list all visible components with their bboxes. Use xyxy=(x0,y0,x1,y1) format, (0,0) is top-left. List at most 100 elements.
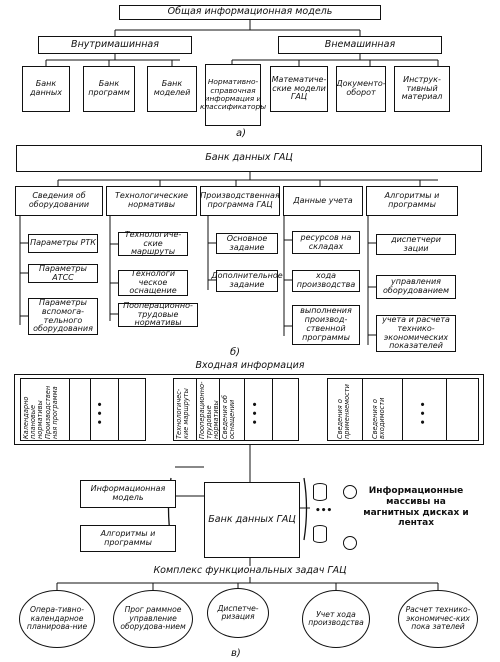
algorithms-box: Алгоритмы и программы xyxy=(80,525,176,552)
cell-divider xyxy=(219,378,220,441)
tech-routes-input-label: Технологичес-кие маршруты xyxy=(175,388,190,439)
normative-reference-label: Нормативно-справочная информация и класс… xyxy=(199,77,267,112)
instruction-material-label: Инструк-тивный материал xyxy=(401,74,443,102)
program-bank-box: Банк программ xyxy=(83,66,135,112)
algorithms-programs-box: Алгоритмы и программы xyxy=(366,186,458,216)
ellipsis-2: • • • xyxy=(251,401,261,425)
info-model-label: Информационная модель xyxy=(90,484,166,502)
data-bank-label: Банк данных xyxy=(30,79,62,97)
cell-divider xyxy=(196,378,197,441)
production-program-input-label: Производствен ная программа xyxy=(44,385,59,439)
external-machine-label: Внемашинная xyxy=(324,38,396,50)
tech-equipment-box: Технологи ческое оснащение xyxy=(118,268,188,296)
input-group-technology xyxy=(173,378,299,441)
internal-machine-box: Внутримашинная xyxy=(38,36,192,54)
production-program-label: Производственная программа ГАЦ xyxy=(200,191,280,209)
input-group-planning xyxy=(20,378,146,441)
document-flow-box: Документо-оборот xyxy=(336,66,386,112)
disk-icon xyxy=(343,485,357,499)
operation-labor-norms-box: Пооперационно-трудовые нормативы xyxy=(118,300,198,328)
additional-task-label: Дополнительное задание xyxy=(211,271,283,289)
task-program-control-label: Прог раммное управление оборудова-нием xyxy=(120,605,186,632)
tech-normatives-box: Технологические нормативы xyxy=(106,186,197,216)
production-flow-label: хода производства xyxy=(296,271,356,289)
task-tech-economic-calc: Расчет технико-экономичес-ких пока зател… xyxy=(398,590,478,648)
caption-c: в) xyxy=(231,648,241,659)
normative-reference-box: Нормативно-справочная информация и класс… xyxy=(200,64,266,126)
equipment-info-label: Сведения об оборудовании xyxy=(28,191,90,209)
task-dispatching-label: Диспетче-ризация xyxy=(217,603,259,621)
task-production-accounting-label: Учет хода производства xyxy=(308,609,364,627)
equipment-info-box: Сведения об оборудовании xyxy=(15,186,103,216)
task-program-control: Прог раммное управление оборудова-нием xyxy=(113,590,193,648)
main-task-label: Основное задание xyxy=(226,233,268,252)
planning-norms-label: Календарно плановые нормативы xyxy=(22,396,44,439)
main-task-box: Основное задание xyxy=(216,233,278,254)
internal-machine-label: Внутримашинная xyxy=(71,38,159,50)
cell-divider xyxy=(118,378,119,441)
cell-divider xyxy=(244,378,245,441)
program-fulfillment-box: выполнения производ-ственной программы xyxy=(292,305,360,345)
task-operational-planning: Опера-тивно-календарное планирова-ние xyxy=(19,590,95,648)
instruction-material-box: Инструк-тивный материал xyxy=(394,66,450,112)
algorithms-label: Алгоритмы и программы xyxy=(100,528,156,547)
caption-b: б) xyxy=(230,347,241,358)
task-tech-economic-calc-label: Расчет технико-экономичес-ких пока зател… xyxy=(405,605,471,632)
program-fulfillment-label: выполнения производ-ственной программы xyxy=(300,306,352,342)
cell-divider xyxy=(362,378,363,441)
math-models-box: Математиче-ские модели ГАЦ xyxy=(270,66,328,112)
model-bank-box: Банк моделей xyxy=(147,66,197,112)
inclusion-label: Сведения о входимости xyxy=(371,397,386,439)
math-models-label: Математиче-ские модели ГАЦ xyxy=(271,74,327,102)
data-bank-box: Банк данных xyxy=(22,66,70,112)
equipment-control-box: управления оборудованием xyxy=(376,275,456,299)
tech-routes-label: Технологиче-ские маршруты xyxy=(124,229,182,257)
general-info-model-box: Общая информационная модель xyxy=(119,5,381,20)
atss-params-box: Параметры АТСС xyxy=(28,264,98,283)
task-operational-planning-label: Опера-тивно-календарное планирова-ние xyxy=(26,605,88,632)
document-flow-label: Документо-оборот xyxy=(336,79,386,97)
tech-normatives-label: Технологические нормативы xyxy=(114,191,189,209)
storage-cylinder-icon xyxy=(313,525,327,543)
dispatching-label: диспетчери зации xyxy=(391,234,441,253)
task-production-accounting: Учет хода производства xyxy=(302,590,370,648)
cell-divider xyxy=(69,378,70,441)
cell-divider xyxy=(446,378,447,441)
aux-equipment-params-label: Параметры вспомога-тельного оборудования xyxy=(33,297,93,334)
functional-tasks-title: Комплекс функциональных задач ГАЦ xyxy=(120,565,380,577)
equipment-info-input-label: Сведения об оснащении xyxy=(221,395,236,439)
gac-bank-center-label: Банк данных ГАЦ xyxy=(208,513,296,525)
applicability-label: Сведения о применяемости xyxy=(336,384,351,439)
tech-economic-calc-label: учета и расчета технико-экономических по… xyxy=(382,314,450,351)
info-model-box: Информационная модель xyxy=(80,480,176,508)
aux-equipment-params-box: Параметры вспомога-тельного оборудования xyxy=(28,298,98,335)
task-dispatching: Диспетче-ризация xyxy=(207,588,269,638)
rtk-params-box: Параметры РТК xyxy=(28,234,98,253)
accounting-data-label: Данные учета xyxy=(293,195,353,205)
storage-cylinder-icon xyxy=(313,483,327,501)
info-arrays-label: Информационные массивы на магнитных диск… xyxy=(363,486,469,529)
equipment-control-label: управления оборудованием xyxy=(383,277,449,295)
tech-economic-calc-box: учета и расчета технико-экономических по… xyxy=(376,315,456,352)
algorithms-programs-label: Алгоритмы и программы xyxy=(384,191,440,209)
operation-norms-input-label: Пооперационно-трудовые нормативы xyxy=(198,381,220,439)
production-program-box: Производственная программа ГАЦ xyxy=(200,186,280,216)
model-bank-label: Банк моделей xyxy=(153,79,191,97)
atss-params-label: Параметры АТСС xyxy=(39,263,87,282)
input-info-title: Входная информация xyxy=(195,360,305,371)
input-group-applicability xyxy=(327,378,479,441)
program-bank-label: Банк программ xyxy=(88,79,130,97)
general-info-model-label: Общая информационная модель xyxy=(167,6,333,18)
gac-databank-label: Банк данных ГАЦ xyxy=(205,152,293,164)
production-flow-box: хода производства xyxy=(292,270,360,292)
ellipsis-1: • • • xyxy=(96,401,106,425)
rtk-params-label: Параметры РТК xyxy=(30,238,96,248)
warehouse-resources-box: ресурсов на складах xyxy=(292,231,360,254)
cell-divider xyxy=(402,378,403,441)
operation-labor-norms-label: Пооперационно-трудовые нормативы xyxy=(123,300,193,328)
dispatching-box: диспетчери зации xyxy=(376,234,456,255)
caption-a: а) xyxy=(236,128,247,139)
tech-equipment-label: Технологи ческое оснащение xyxy=(129,268,177,296)
gac-databank-box: Банк данных ГАЦ xyxy=(16,145,482,172)
cell-divider xyxy=(272,378,273,441)
